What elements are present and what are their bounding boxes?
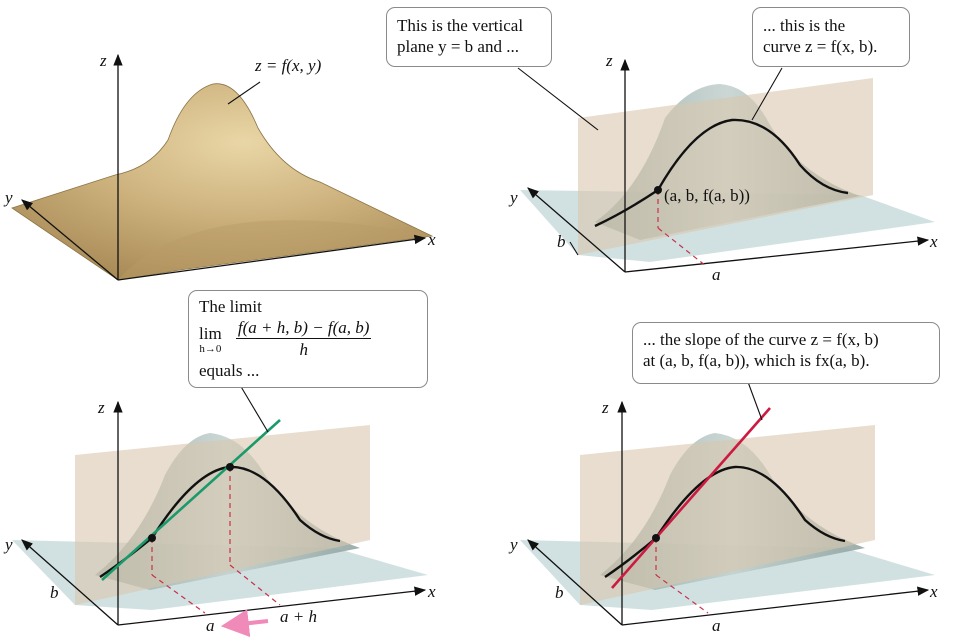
- z-axis-label: z: [97, 398, 105, 417]
- vertical-plane: [580, 425, 875, 605]
- point-label: (a, b, f(a, b)): [664, 186, 750, 205]
- plane-callout-pointer: [517, 67, 599, 131]
- limit-callout: The limit lim h→0 f(a + h, b) − f(a, b) …: [188, 290, 428, 388]
- surface: [11, 83, 434, 281]
- slope-callout: ... the slope of the curve z = f(x, b) a…: [632, 322, 940, 384]
- plane-callout-line-2: plane y = b and ...: [397, 37, 519, 56]
- x-axis-label: x: [427, 582, 436, 601]
- slope-callout-pointer: [747, 381, 763, 421]
- a-label: a: [712, 616, 721, 635]
- y-axis: [527, 539, 623, 626]
- b-label: b: [555, 583, 564, 602]
- secant-line: [101, 419, 281, 581]
- x-axis: [621, 586, 930, 626]
- trace-curve: [594, 118, 849, 228]
- y-axis: [21, 539, 119, 626]
- panel-4-tangent: z y x b a: [508, 381, 938, 635]
- panel-3-secant: z y x b a a + h: [3, 384, 436, 638]
- lim-subscript: h→0: [199, 342, 222, 355]
- drop-line-a: [655, 574, 709, 614]
- difference-quotient: f(a + h, b) − f(a, b) h: [235, 317, 372, 360]
- z-axis-label: z: [601, 398, 609, 417]
- plane-callout: This is the vertical plane y = b and ...: [386, 7, 552, 67]
- point: [652, 534, 660, 542]
- slope-callout-line-1: ... the slope of the curve z = f(x, b): [643, 330, 879, 349]
- point-a: [148, 534, 156, 542]
- limit-expression: lim h→0 f(a + h, b) − f(a, b) h: [199, 317, 417, 360]
- y-axis: [527, 187, 626, 273]
- curve-callout: ... this is the curve z = f(x, b).: [752, 7, 910, 67]
- drop-line-ah2: [229, 564, 281, 606]
- panel-2-plane-curve: z y x b a (a, b, f(a, b)): [508, 51, 938, 284]
- h-shrink-arrow: [220, 609, 269, 638]
- b-label: b: [557, 232, 566, 251]
- a-plus-h-label: a + h: [280, 607, 317, 626]
- x-axis: [117, 234, 427, 281]
- trace-curve: [604, 465, 846, 578]
- curve-callout-pointer: [751, 67, 783, 121]
- vertical-plane: [578, 78, 873, 255]
- limit-callout-line-3: equals ...: [199, 361, 260, 380]
- plane-callout-line-1: This is the vertical: [397, 16, 524, 35]
- tangent-line: [611, 407, 771, 589]
- point-a-plus-h: [226, 463, 234, 471]
- b-line: [569, 241, 579, 256]
- limit-operator: lim h→0: [199, 323, 222, 355]
- limit-callout-line-1: The limit: [199, 297, 262, 316]
- z-axis-label: z: [99, 51, 107, 70]
- y-axis-label: y: [3, 535, 13, 554]
- point: [654, 186, 662, 194]
- curve-callout-line-1: ... this is the: [763, 16, 846, 35]
- a-label: a: [712, 265, 721, 284]
- surface-label-pointer: [227, 81, 261, 105]
- y-axis-label: y: [508, 188, 518, 207]
- numerator: f(a + h, b) − f(a, b): [235, 318, 372, 339]
- vertical-plane: [75, 425, 370, 605]
- a-label: a: [206, 616, 215, 635]
- x-axis: [624, 236, 930, 273]
- panel-1-surface: z y x z = f(x, y): [3, 51, 436, 281]
- b-label: b: [50, 583, 59, 602]
- y-axis-label: y: [3, 188, 13, 207]
- drop-line-a2: [151, 574, 206, 614]
- drop-line-a: [657, 227, 707, 267]
- y-axis-label: y: [508, 535, 518, 554]
- x-axis-label: x: [427, 230, 436, 249]
- z-axis-label: z: [605, 51, 613, 70]
- surface-shadow: [118, 220, 432, 280]
- curve-callout-line-2: curve z = f(x, b).: [763, 37, 878, 56]
- x-axis-label: x: [929, 232, 938, 251]
- x-axis-label: x: [929, 582, 938, 601]
- x-axis: [117, 586, 427, 626]
- limit-callout-pointer: [239, 384, 269, 433]
- lim-text: lim: [199, 323, 222, 343]
- denominator: h: [299, 340, 308, 359]
- slope-callout-line-2: at (a, b, f(a, b)), which is fx(a, b).: [643, 351, 870, 370]
- y-axis: [21, 199, 119, 281]
- surface-label: z = f(x, y): [254, 56, 322, 75]
